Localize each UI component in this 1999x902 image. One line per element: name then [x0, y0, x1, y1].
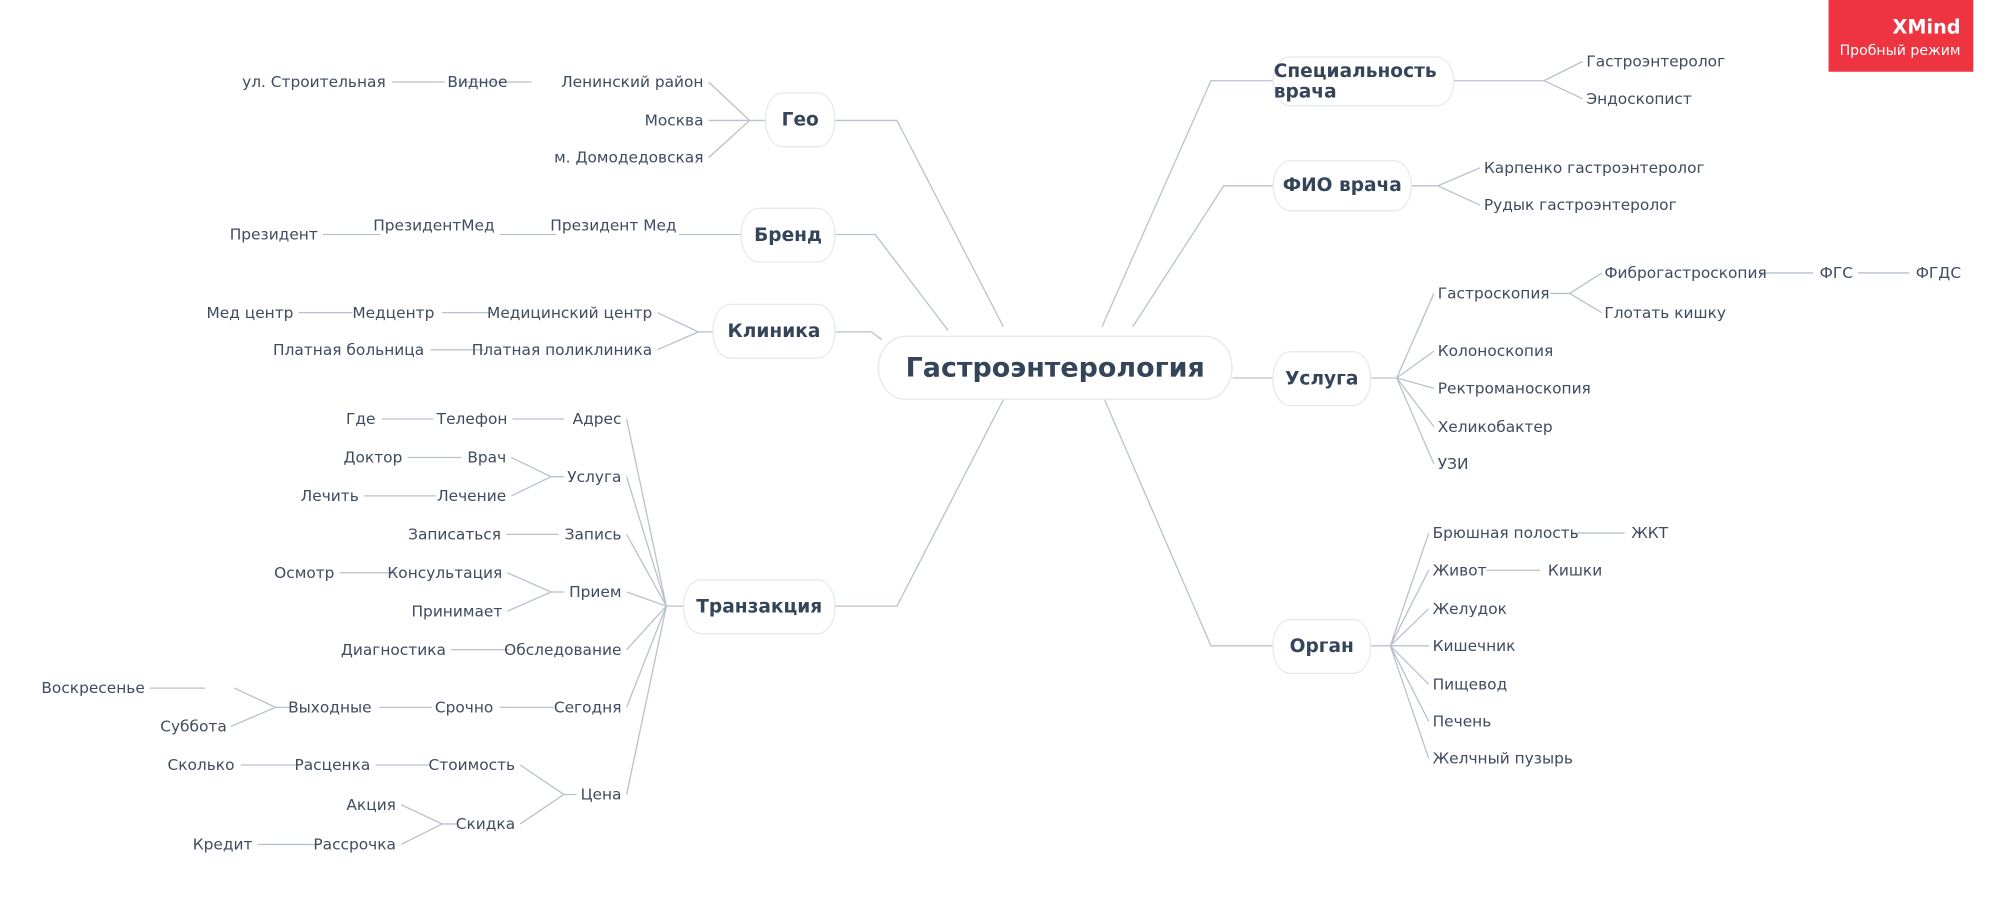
subtopic[interactable]: ФГС [1819, 263, 1853, 282]
subtopic[interactable]: Президент [229, 225, 318, 244]
subtopic[interactable]: Хеликобактер [1437, 417, 1553, 436]
subtopic[interactable]: Адрес [572, 410, 622, 428]
subtopic[interactable]: Консультация [387, 563, 503, 582]
xmind-logo: XMind [1892, 15, 1961, 39]
subtopic[interactable]: ПрезидентМед [373, 216, 495, 235]
subtopic[interactable]: Прием [569, 583, 622, 601]
subtopic[interactable]: Пищевод [1432, 675, 1508, 694]
subtopic[interactable]: Телефон [436, 410, 508, 428]
subtopic[interactable]: Рассрочка [313, 835, 396, 854]
subtopic[interactable]: Эндоскопист [1586, 89, 1692, 108]
subtopic[interactable]: Фиброгастроскопия [1604, 263, 1767, 282]
topic-brand[interactable]: Бренд [740, 207, 836, 263]
subtopic[interactable]: Кредит [192, 835, 253, 854]
subtopic[interactable]: Медцентр [352, 303, 435, 322]
trial-mode-label: Пробный режим [1839, 42, 1961, 59]
topic-service[interactable]: Услуга [1272, 351, 1372, 407]
subtopic[interactable]: Записаться [408, 525, 502, 544]
subtopic[interactable]: Платная поликлиника [471, 340, 653, 359]
subtopic[interactable]: Сколько [167, 756, 235, 774]
subtopic[interactable]: Мед центр [206, 303, 294, 322]
subtopic[interactable]: Выходные [288, 698, 372, 717]
topic-clinic[interactable]: Клиника [712, 303, 836, 359]
subtopic[interactable]: Осмотр [274, 563, 335, 582]
topic-specialty[interactable]: Специальность врача [1272, 56, 1455, 107]
topic-doctor-name[interactable]: ФИО врача [1272, 160, 1413, 212]
subtopic[interactable]: Лечить [300, 486, 359, 505]
subtopic[interactable]: Ректроманоскопия [1437, 379, 1591, 398]
topic-transaction[interactable]: Транзакция [682, 579, 836, 635]
subtopic[interactable]: Москва [644, 111, 704, 130]
topic-geo[interactable]: Гео [764, 92, 836, 148]
central-topic[interactable]: Гастроэнтерология [877, 335, 1233, 400]
subtopic[interactable]: Акция [346, 795, 396, 814]
subtopic[interactable]: м. Домодедовская [554, 148, 704, 167]
subtopic[interactable]: Медицинский центр [487, 303, 653, 322]
subtopic[interactable]: Живот [1432, 561, 1487, 580]
subtopic[interactable]: Лечение [437, 486, 507, 505]
subtopic[interactable]: Скидка [455, 814, 516, 833]
subtopic[interactable]: Суббота [160, 717, 227, 736]
subtopic[interactable]: Кишечник [1432, 636, 1516, 655]
subtopic[interactable]: Обследование [504, 640, 622, 659]
subtopic[interactable]: Срочно [434, 698, 494, 717]
subtopic[interactable]: Диагностика [340, 640, 446, 659]
subtopic[interactable]: Желчный пузырь [1432, 749, 1573, 768]
subtopic[interactable]: Рудык гастроэнтеролог [1483, 196, 1677, 214]
subtopic[interactable]: Принимает [411, 602, 503, 621]
subtopic[interactable]: Услуга [567, 467, 622, 486]
subtopic[interactable]: УЗИ [1437, 454, 1469, 473]
subtopic[interactable]: Гастроскопия [1437, 284, 1550, 303]
subtopic[interactable]: Где [345, 410, 376, 428]
subtopic[interactable]: Расценка [294, 756, 371, 774]
subtopic[interactable]: Брюшная полость [1432, 524, 1579, 543]
subtopic[interactable]: Гастроэнтеролог [1586, 52, 1726, 71]
subtopic[interactable]: Сегодня [553, 698, 622, 717]
subtopic[interactable]: Цена [580, 785, 622, 804]
subtopic[interactable]: ЖКТ [1631, 524, 1669, 543]
subtopic[interactable]: ул. Строительная [242, 73, 386, 91]
subtopic[interactable]: Глотать кишку [1604, 303, 1726, 322]
subtopic[interactable]: Президент Мед [550, 216, 677, 235]
subtopic[interactable]: Ленинский район [561, 73, 704, 91]
subtopic[interactable]: Видное [447, 73, 508, 91]
topic-organ[interactable]: Орган [1272, 618, 1372, 675]
subtopic[interactable]: Доктор [343, 448, 403, 467]
subtopic[interactable]: Печень [1432, 712, 1492, 731]
subtopic[interactable]: Карпенко гастроэнтеролог [1483, 158, 1705, 177]
subtopic[interactable]: Стоимость [428, 756, 516, 774]
subtopic[interactable]: ФГДС [1915, 263, 1962, 282]
subtopic[interactable]: Колоноскопия [1437, 342, 1554, 361]
xmind-trial-badge[interactable]: XMind Пробный режим [1828, 0, 1974, 72]
subtopic[interactable]: Запись [564, 525, 622, 544]
subtopic[interactable]: Врач [467, 448, 507, 467]
subtopic[interactable]: Воскресенье [41, 679, 145, 698]
subtopic[interactable]: Платная больница [273, 340, 425, 359]
subtopic[interactable]: Кишки [1547, 561, 1603, 580]
subtopic[interactable]: Желудок [1432, 599, 1507, 618]
